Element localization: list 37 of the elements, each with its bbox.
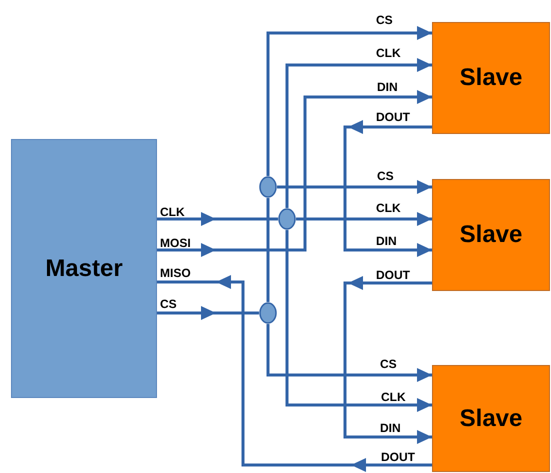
pin-label: DIN [380, 421, 401, 435]
pin-label: DIN [377, 80, 398, 94]
pin-label: MISO [160, 266, 191, 280]
arrow [266, 26, 432, 176]
arrow [344, 276, 432, 444]
arrow [344, 120, 432, 257]
pin-label: CLK [381, 390, 406, 404]
device-box [432, 365, 550, 472]
device-label: Slave [460, 221, 522, 249]
pin-label: CLK [376, 201, 401, 215]
wire [266, 198, 270, 302]
pin-label: DOUT [376, 110, 410, 124]
arrow [157, 212, 278, 226]
device-label: Slave [460, 404, 522, 432]
pin-label: CLK [160, 205, 185, 219]
pin-label: DOUT [381, 450, 415, 464]
arrow [157, 275, 432, 472]
device-box [432, 22, 550, 134]
arrow [277, 180, 432, 194]
device-box [432, 179, 550, 291]
pin-label: DIN [376, 234, 397, 248]
arrow [157, 90, 432, 257]
arrow [286, 58, 432, 208]
arrow [157, 306, 259, 320]
pin-label: CS [160, 297, 177, 311]
device-label: Slave [460, 64, 522, 92]
arrow [286, 230, 432, 412]
pin-label: CS [380, 357, 397, 371]
pin-label: CLK [376, 46, 401, 60]
arrow [266, 324, 432, 382]
arrow [296, 212, 432, 226]
pin-label: CS [376, 13, 393, 27]
pin-label: DOUT [376, 268, 410, 282]
pin-label: CS [377, 169, 394, 183]
pin-label: MOSI [160, 236, 191, 250]
device-label: Master [45, 254, 123, 282]
device-box [11, 139, 157, 398]
